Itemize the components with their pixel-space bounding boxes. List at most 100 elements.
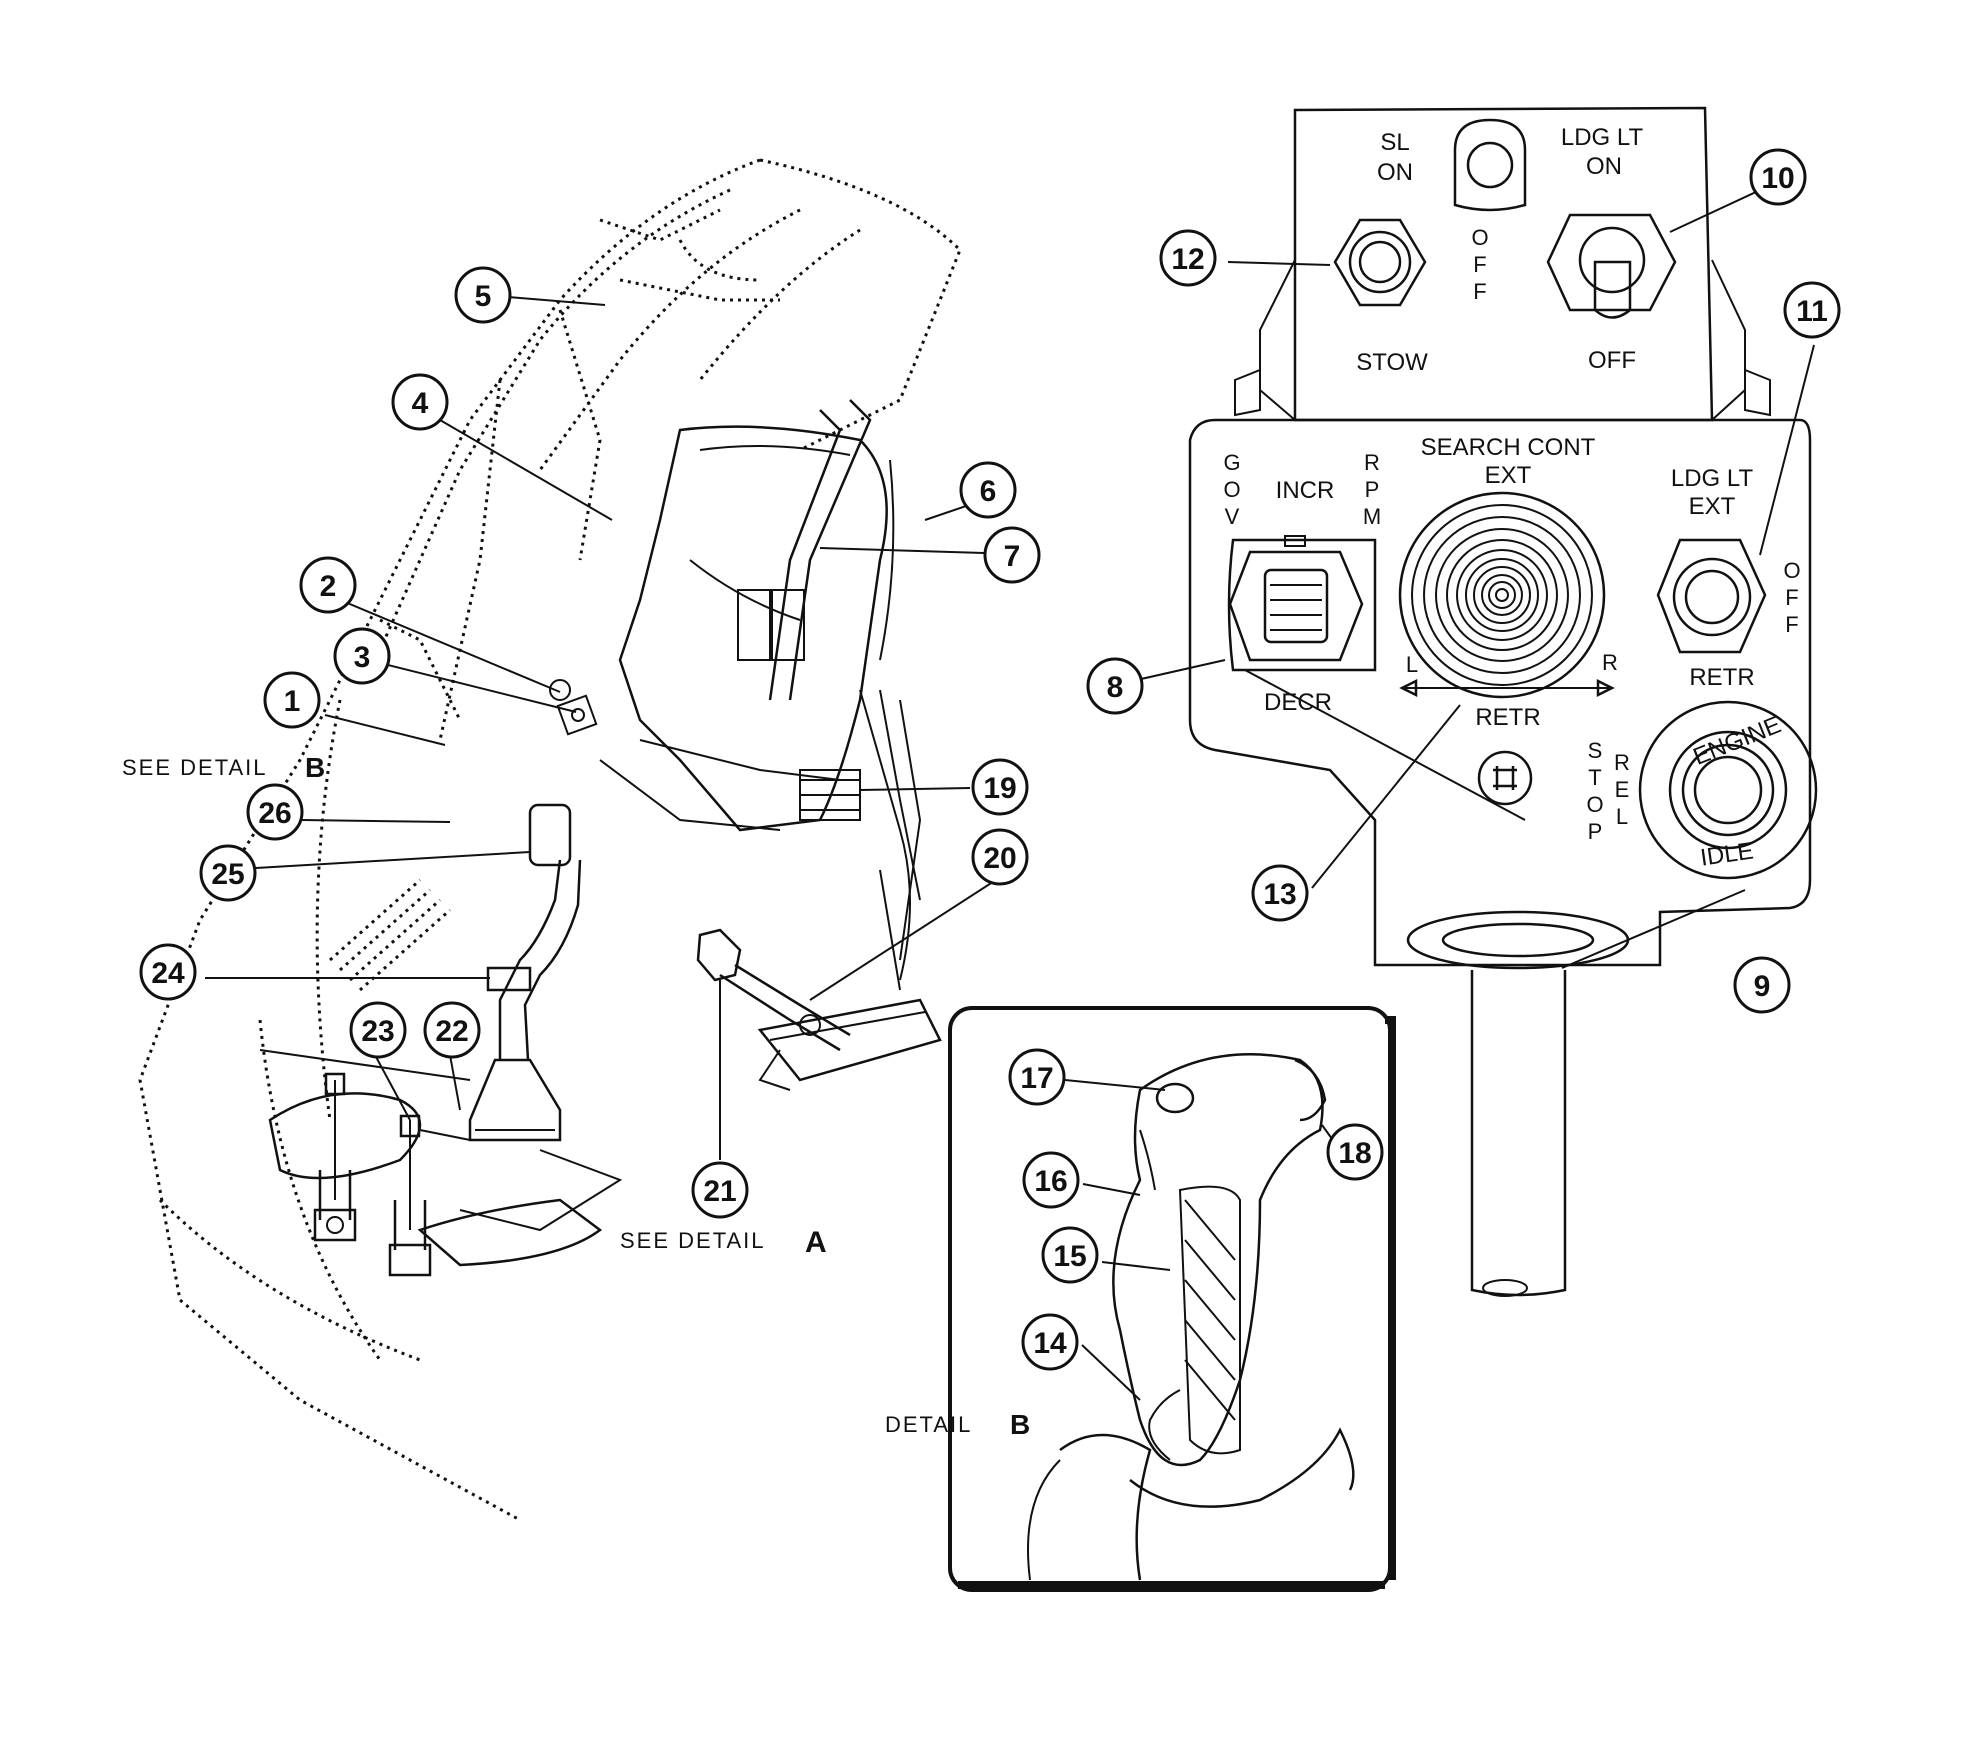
- leader-lines: [205, 177, 1815, 1401]
- callout-15: 15: [1041, 1226, 1099, 1284]
- label-ldg-lt: LDG LT: [1561, 124, 1644, 151]
- callout-24: 24: [139, 943, 197, 1001]
- callout-number: 23: [361, 1015, 394, 1048]
- callout-circle: [333, 627, 391, 685]
- callout-number: 19: [983, 772, 1016, 805]
- note-detail-b-letter: B: [1010, 1409, 1030, 1440]
- callout-2: 2: [299, 556, 357, 614]
- callout-circle: [1022, 1151, 1080, 1209]
- note-see-detail-a: SEE DETAIL: [620, 1228, 766, 1253]
- callout-circle: [423, 1001, 481, 1059]
- fitting-2-3: [549, 679, 598, 736]
- collective-lever: [696, 699, 942, 1091]
- callout-number: 4: [412, 387, 429, 420]
- callout-9: 9: [1733, 956, 1791, 1014]
- callout-18: 18: [1326, 1123, 1384, 1181]
- callout-number: 25: [211, 858, 244, 891]
- callout-circle: [391, 373, 449, 431]
- label-search-ext: EXT: [1485, 462, 1532, 489]
- callout-10: 10: [1749, 148, 1807, 206]
- label-rpm-r: R: [1364, 450, 1380, 475]
- label-sl: SL: [1380, 129, 1409, 156]
- callout-circle: [1008, 1048, 1066, 1106]
- label-retr: RETR: [1475, 704, 1540, 731]
- note-see-detail-b-letter: B: [305, 752, 325, 783]
- callout-6: 6: [959, 461, 1017, 519]
- callout-circle: [971, 758, 1029, 816]
- callout-8: 8: [1086, 657, 1144, 715]
- callout-number: 1: [284, 685, 301, 718]
- callout-14: 14: [1021, 1313, 1079, 1371]
- note-detail-b: DETAIL: [885, 1412, 972, 1437]
- label-off-v2-f2: F: [1785, 612, 1798, 637]
- callout-number: 8: [1107, 671, 1124, 704]
- callout-4: 4: [391, 373, 449, 431]
- label-rpm-p: P: [1365, 477, 1380, 502]
- callout-number: 22: [435, 1015, 468, 1048]
- label-ldg-lt-ext-1: LDG LT: [1671, 465, 1754, 492]
- label-sl-on: ON: [1377, 159, 1413, 186]
- callout-circle: [349, 1001, 407, 1059]
- label-stop-o: O: [1586, 792, 1603, 817]
- label-gov-o: O: [1223, 477, 1240, 502]
- callout-1: 1: [263, 671, 321, 729]
- panel-labels: SL ON O F F STOW LDG LT ON OFF G O V INC…: [1223, 124, 1800, 872]
- callout-number: 26: [258, 797, 291, 830]
- callout-number: 2: [320, 570, 337, 603]
- callout-20: 20: [971, 828, 1029, 886]
- label-decr: DECR: [1264, 689, 1332, 716]
- label-rpm-m: M: [1363, 504, 1381, 529]
- note-see-detail-b: SEE DETAIL: [122, 755, 268, 780]
- label-engine: ENGINE: [1689, 711, 1784, 771]
- callout-23: 23: [349, 1001, 407, 1059]
- callout-19: 19: [971, 758, 1029, 816]
- callout-17: 17: [1008, 1048, 1066, 1106]
- notes: SEE DETAIL B SEE DETAIL A DETAIL B: [122, 752, 1030, 1440]
- label-ldg-lt-on: ON: [1586, 153, 1622, 180]
- label-off-v1-o: O: [1471, 225, 1488, 250]
- callout-number: 6: [980, 475, 997, 508]
- callout-number: 16: [1034, 1165, 1067, 1198]
- callout-13: 13: [1251, 864, 1309, 922]
- callout-number: 10: [1761, 162, 1794, 195]
- callout-22: 22: [423, 1001, 481, 1059]
- callout-number: 9: [1754, 970, 1771, 1003]
- detail-b-inset: [948, 1006, 1396, 1592]
- cabin-structure: [138, 158, 962, 1522]
- callout-number: 3: [354, 641, 371, 674]
- label-idle: IDLE: [1699, 837, 1756, 871]
- callout-circle: [971, 828, 1029, 886]
- label-off: OFF: [1588, 347, 1636, 374]
- label-stop-t: T: [1588, 765, 1601, 790]
- label-off-v2-o: O: [1783, 558, 1800, 583]
- callout-number: 15: [1053, 1240, 1086, 1273]
- pedals: [259, 1049, 623, 1277]
- callout-circle: [299, 556, 357, 614]
- label-off-v2-f1: F: [1785, 585, 1798, 610]
- callout-circle: [1783, 281, 1841, 339]
- callout-circle: [1749, 148, 1807, 206]
- callout-number: 21: [703, 1175, 736, 1208]
- callout-number: 11: [1796, 295, 1828, 328]
- callout-number: 24: [151, 957, 185, 990]
- callout-circle: [454, 266, 512, 324]
- label-l: L: [1406, 652, 1418, 677]
- callout-circle: [1326, 1123, 1384, 1181]
- label-stow: STOW: [1356, 349, 1428, 376]
- callout-number: 18: [1338, 1137, 1371, 1170]
- callout-5: 5: [454, 266, 512, 324]
- label-off-v1-f1: F: [1473, 252, 1486, 277]
- label-ldg-lt-ext-2: EXT: [1689, 493, 1736, 520]
- callout-circle: [691, 1161, 749, 1219]
- label-rel-e: E: [1615, 777, 1630, 802]
- label-rel-l: L: [1616, 804, 1628, 829]
- callout-circle: [983, 526, 1041, 584]
- control-panel: [1188, 106, 1818, 1297]
- callout-circle: [199, 844, 257, 902]
- callout-26: 26: [246, 783, 304, 841]
- callout-circle: [1159, 229, 1217, 287]
- label-gov-v: V: [1225, 504, 1240, 529]
- label-search-cont: SEARCH CONT: [1421, 434, 1596, 461]
